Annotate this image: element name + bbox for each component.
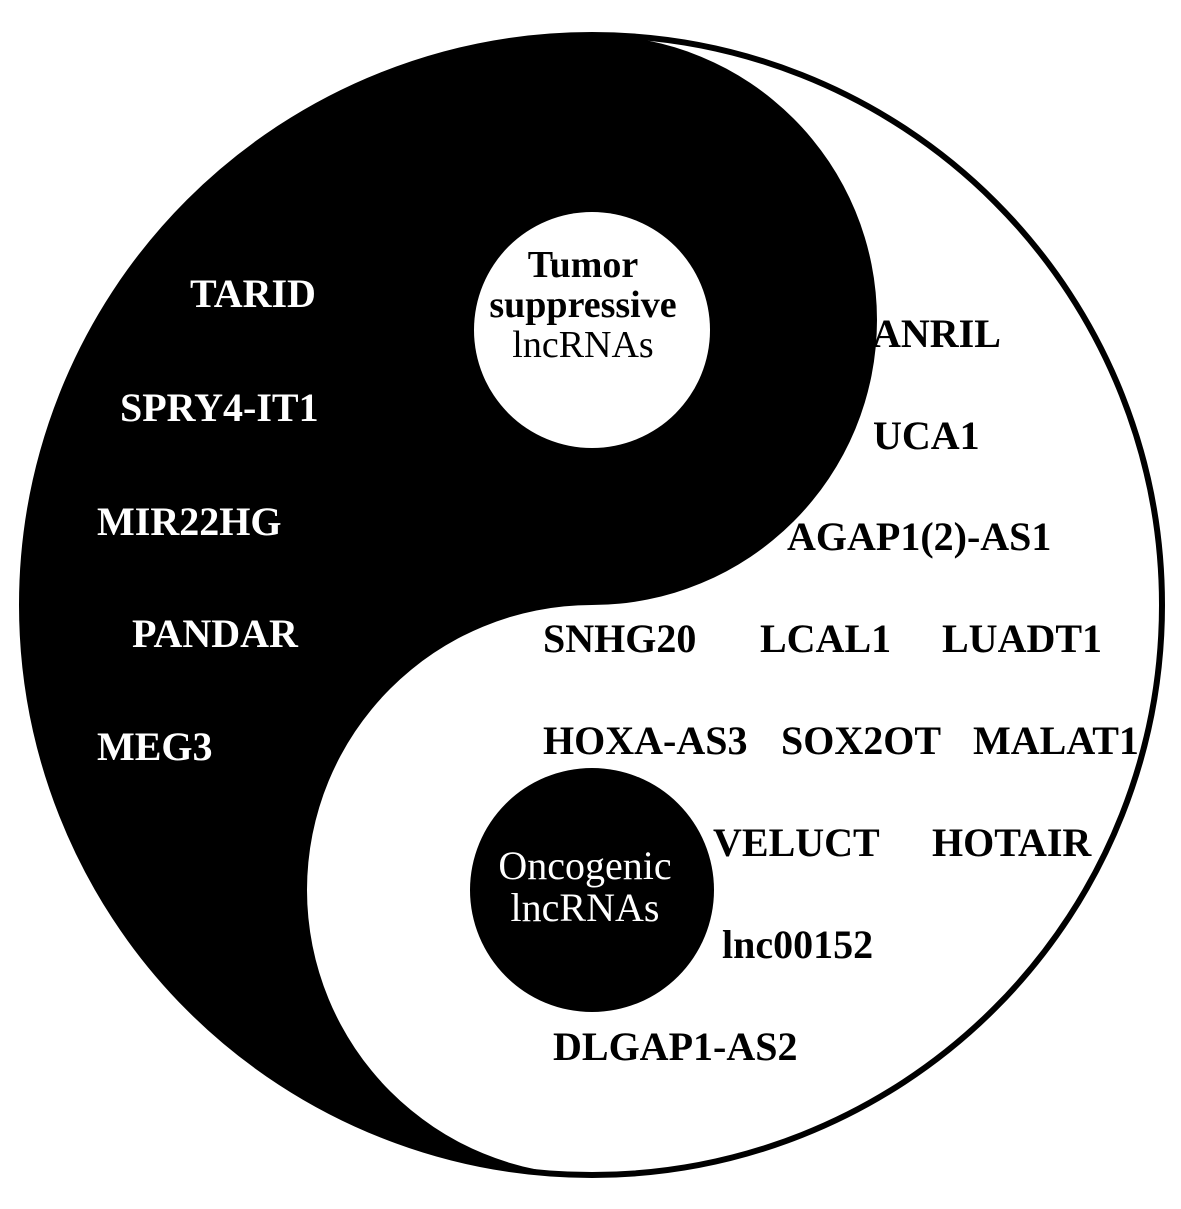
oncogenic-center-line: lncRNAs <box>510 885 660 930</box>
tumor-suppressive-center-label: Tumor suppressive lncRNAs <box>470 244 696 366</box>
oncogenic-lncrna: LCAL1 <box>760 616 892 661</box>
oncogenic-lncrna: SOX2OT <box>781 718 942 763</box>
oncogenic-lncrna: DLGAP1-AS2 <box>553 1024 798 1069</box>
oncogenic-lncrna: ANRIL <box>872 311 1001 356</box>
tumor-center-line: Tumor <box>527 244 639 286</box>
oncogenic-lncrna: AGAP1(2)-AS1 <box>787 514 1052 559</box>
tumor-center-line: lncRNAs <box>512 323 654 366</box>
tumor-suppressive-lncrna: TARID <box>190 271 316 316</box>
oncogenic-lncrna: SNHG20 <box>543 616 697 661</box>
tumor-suppressive-eye <box>474 212 710 448</box>
oncogenic-lncrna: lnc00152 <box>722 922 874 967</box>
oncogenic-lncrna: HOTAIR <box>932 820 1092 865</box>
oncogenic-lncrna: HOXA-AS3 <box>543 718 748 763</box>
oncogenic-eye <box>470 768 714 1012</box>
oncogenic-center-label: Oncogenic lncRNAs <box>470 845 700 929</box>
oncogenic-lncrna: MALAT1 <box>973 718 1139 763</box>
tumor-suppressive-lncrna: PANDAR <box>132 611 298 656</box>
oncogenic-lncrna: LUADT1 <box>942 616 1103 661</box>
tumor-center-line: suppressive <box>489 283 677 326</box>
tumor-suppressive-lncrna: SPRY4-IT1 <box>120 385 319 430</box>
oncogenic-center-line: Oncogenic <box>498 843 672 888</box>
tumor-suppressive-lncrna: MIR22HG <box>97 499 282 544</box>
tumor-suppressive-lncrna: MEG3 <box>97 724 213 769</box>
oncogenic-lncrna: UCA1 <box>873 413 980 458</box>
oncogenic-lncrna: VELUCT <box>713 820 880 865</box>
